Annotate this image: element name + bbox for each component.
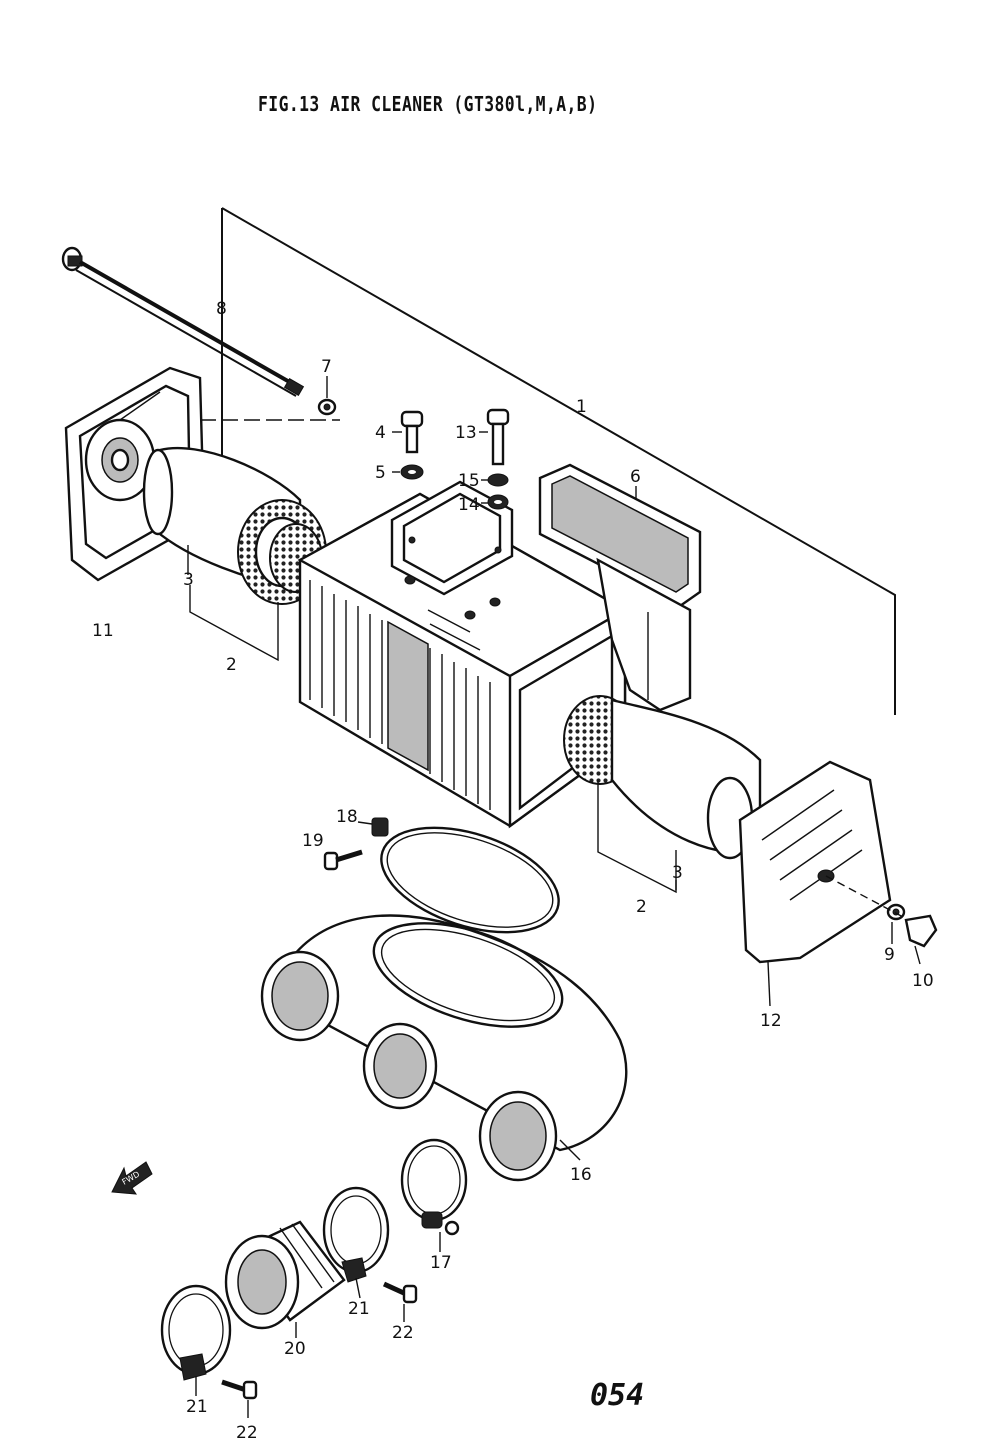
- part-1-air-cleaner-case: [297, 480, 628, 829]
- part-22-screw-upper: [382, 1281, 418, 1304]
- part-13-bolt: [486, 408, 510, 466]
- part-14-washer: [487, 494, 509, 510]
- callout-9: 9: [884, 945, 895, 965]
- part-17-hose-clamp: [400, 1138, 468, 1236]
- page-number: 054: [590, 1378, 645, 1413]
- callout-19: 19: [302, 831, 324, 851]
- part-18-clamp-band: [371, 817, 560, 934]
- part-19-screw: [323, 849, 363, 871]
- callout-16: 16: [570, 1165, 592, 1185]
- callout-7: 7: [321, 357, 332, 377]
- part-3-right-filter-element: [563, 695, 762, 860]
- figure-title: FIG.13 AIR CLEANER (GT380l,M,A,B): [258, 92, 598, 116]
- part-15-washer: [487, 473, 509, 487]
- callout-13: 13: [455, 423, 477, 443]
- callout-22: 22: [392, 1323, 414, 1343]
- part-4-bolt: [400, 410, 424, 454]
- callout-1: 1: [576, 397, 587, 417]
- callout-3: 3: [183, 570, 194, 590]
- forward-arrow-icon: FWD: [111, 1161, 153, 1195]
- assembly-bracket: [221, 207, 896, 715]
- callout-21: 21: [348, 1299, 370, 1319]
- part-20-intake-pipe: [224, 1220, 346, 1330]
- callout-10: 10: [912, 971, 934, 991]
- callout-18: 18: [336, 807, 358, 827]
- part-5-washer: [400, 464, 424, 480]
- part-21-clamp-lower: [160, 1284, 232, 1381]
- callout-17: 17: [430, 1253, 452, 1273]
- callout-4: 4: [375, 423, 386, 443]
- part-6-intake-duct: [538, 463, 702, 712]
- callout-14: 14: [458, 495, 480, 515]
- callout-3: 3: [672, 863, 683, 883]
- part-10-wing-nut: [904, 914, 938, 948]
- callout-6: 6: [630, 467, 641, 487]
- part-8-long-bolt: [61, 246, 305, 397]
- callout-8: 8: [216, 299, 227, 319]
- callout-2: 2: [226, 655, 237, 675]
- callout-labels: 1 2 2 3 3 4 5 6 7 8 9 10 11 12 13 14 15 …: [92, 299, 934, 1443]
- part-12-right-cap: [738, 760, 892, 964]
- part-3-left-filter-element: [142, 446, 327, 605]
- callout-12: 12: [760, 1011, 782, 1031]
- part-22-screw-lower: [221, 1379, 258, 1400]
- part-21-clamp-upper: [322, 1186, 390, 1283]
- callout-22: 22: [236, 1423, 258, 1443]
- part-7-washer: [200, 398, 340, 421]
- leader-lines: [187, 318, 921, 1418]
- callout-20: 20: [284, 1339, 306, 1359]
- callout-11: 11: [92, 621, 114, 641]
- callout-15: 15: [458, 471, 480, 491]
- callout-5: 5: [375, 463, 386, 483]
- part-16-intake-manifold: [260, 914, 628, 1182]
- callout-2: 2: [636, 897, 647, 917]
- callout-21: 21: [186, 1397, 208, 1417]
